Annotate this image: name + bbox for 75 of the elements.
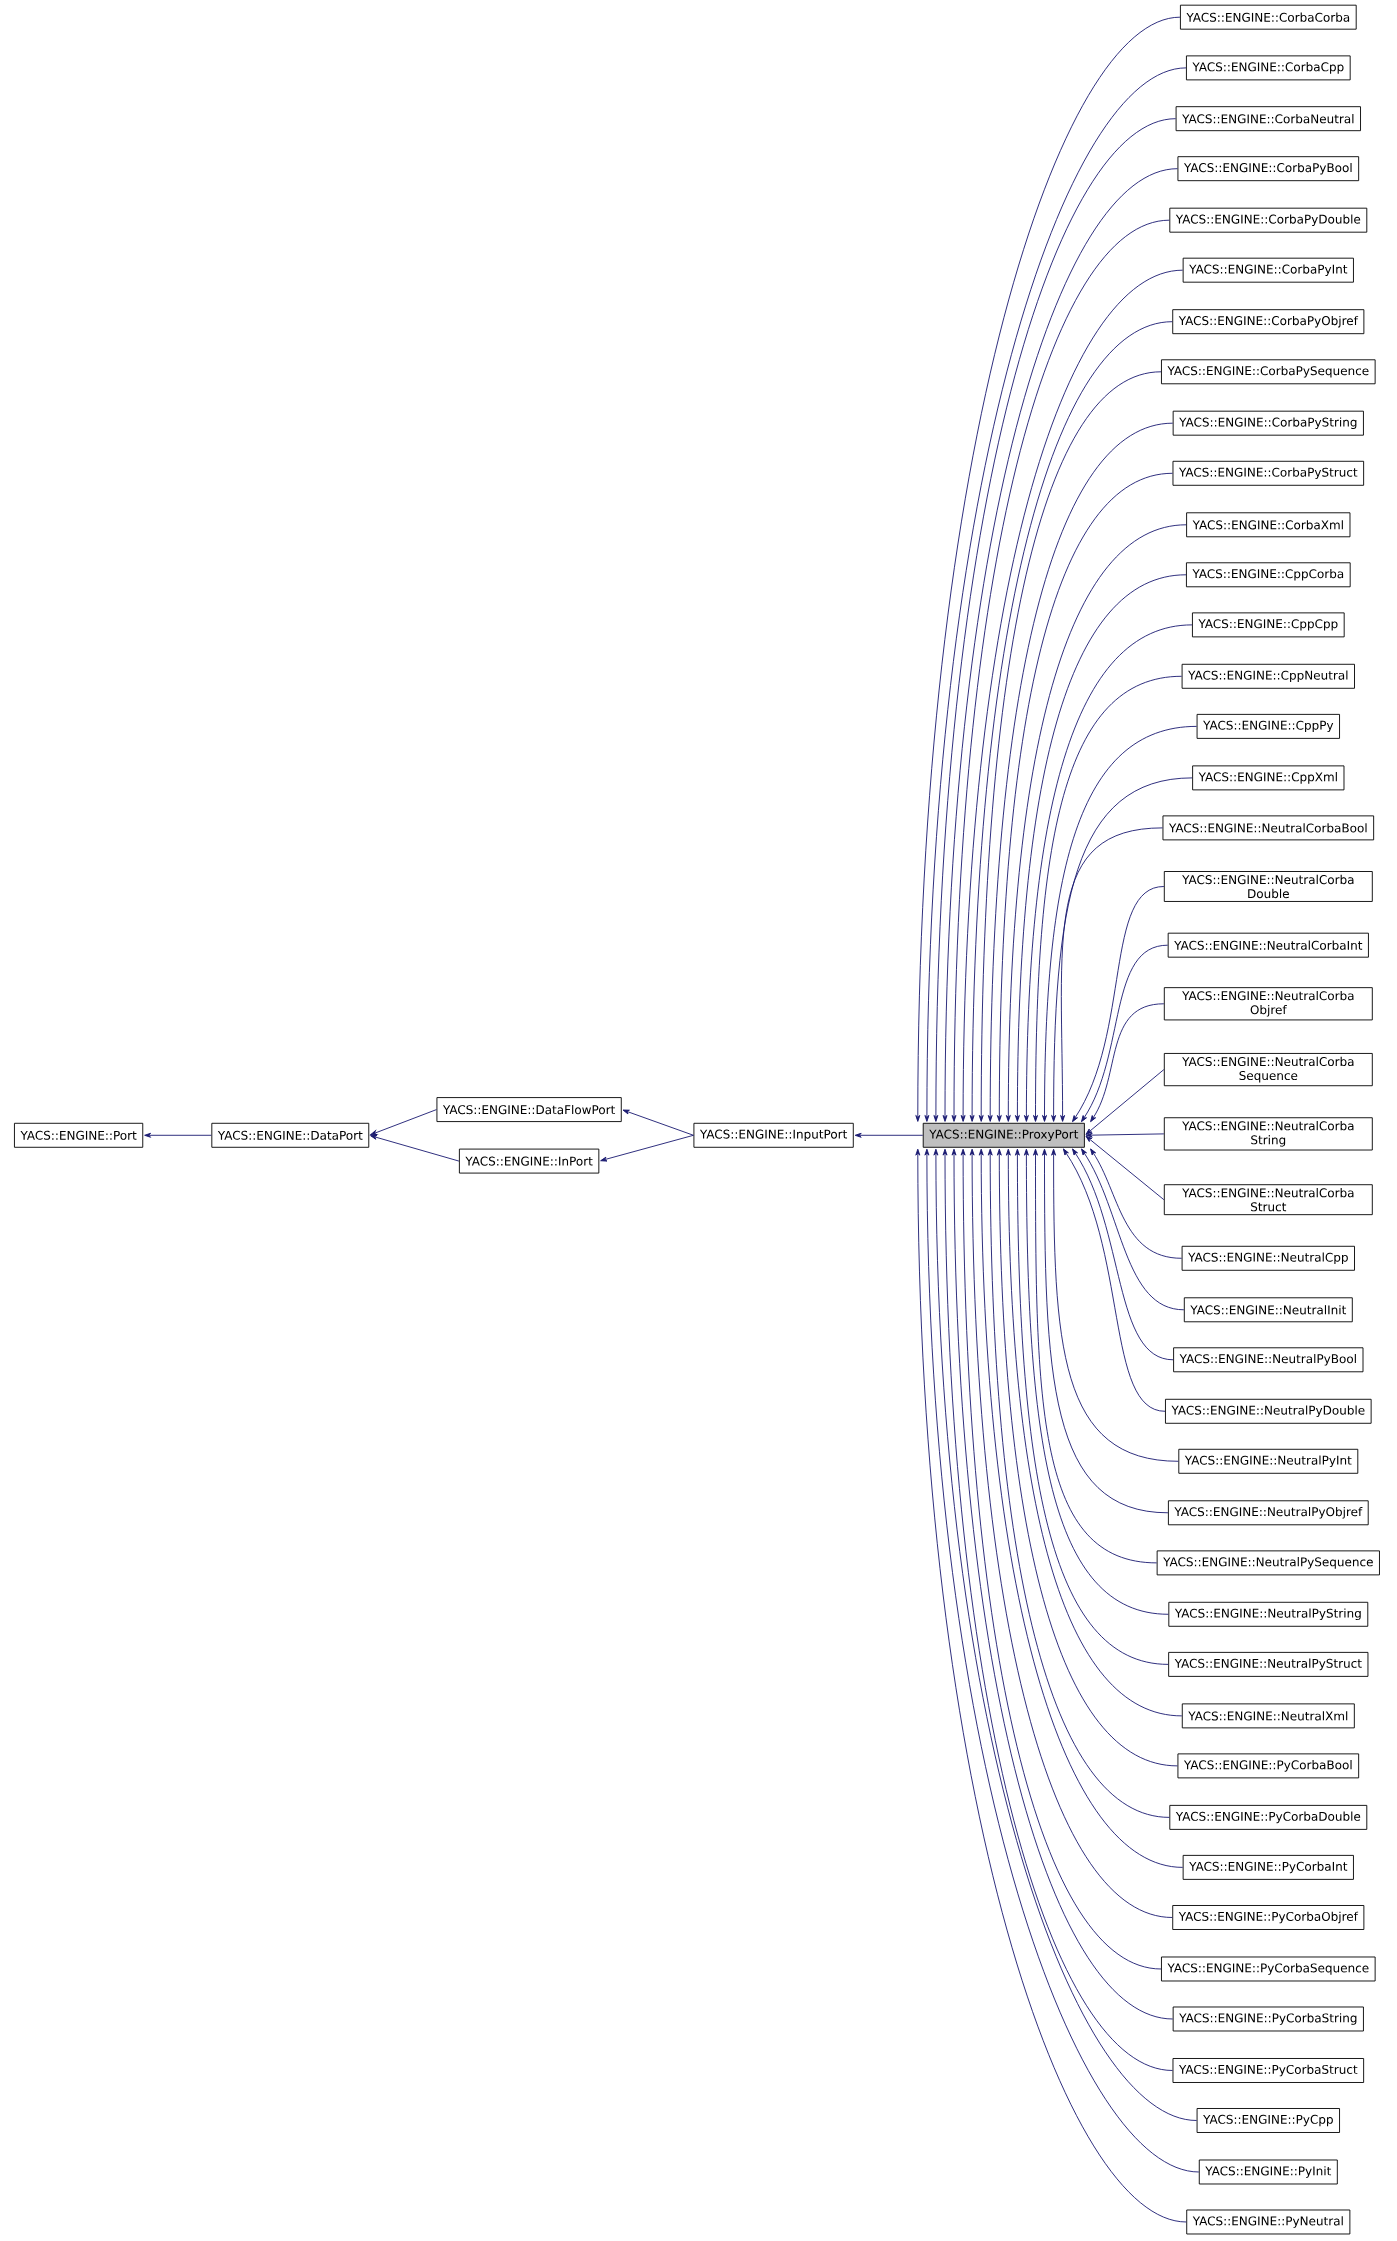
class-box: YACS::ENGINE::CorbaPyObjref (1172, 309, 1365, 335)
arrow (1081, 1148, 1185, 1311)
class-box: YACS::ENGINE::NeutralPyObjref (1167, 1500, 1369, 1526)
class-box: YACS::ENGINE::NeutralCorba Struct (1163, 1184, 1373, 1216)
arrow (1085, 1135, 1165, 1201)
arrow (978, 371, 1162, 1122)
class-box: YACS::ENGINE::PyInit (1198, 2159, 1338, 2185)
arrow (987, 1148, 1170, 1818)
class-box: YACS::ENGINE::CorbaNeutral (1175, 106, 1361, 132)
arrow (1042, 1148, 1169, 1514)
class-box: YACS::ENGINE::CppPy (1196, 713, 1340, 739)
class-box: YACS::ENGINE::PyCorbaDouble (1169, 1804, 1368, 1830)
class-box: YACS::ENGINE::PyCorbaStruct (1172, 2058, 1365, 2083)
arrow (1090, 1148, 1183, 1259)
class-box: YACS::ENGINE::Port (14, 1122, 144, 1148)
class-box: YACS::ENGINE::CorbaPyString (1172, 410, 1364, 436)
arrow (1072, 886, 1165, 1123)
arrow (1085, 1132, 1165, 1138)
class-box: YACS::ENGINE::PyCpp (1196, 2108, 1340, 2133)
class-box: YACS::ENGINE::CorbaXml (1186, 512, 1351, 538)
class-box: YACS::ENGINE::CppXml (1192, 765, 1345, 791)
class-box: YACS::ENGINE::InPort (458, 1148, 600, 1174)
class-box: YACS::ENGINE::NeutralCorba String (1163, 1117, 1373, 1151)
class-box: YACS::ENGINE::NeutralCorba Sequence (1163, 1053, 1373, 1087)
arrow (1051, 777, 1193, 1122)
arrow (600, 1134, 694, 1162)
class-box: YACS::ENGINE::DataFlowPort (436, 1097, 622, 1123)
arrow (1060, 827, 1163, 1122)
class-box: YACS::ENGINE::NeutralCpp (1181, 1245, 1355, 1271)
class-box: YACS::ENGINE::NeutralPyDouble (1165, 1398, 1372, 1424)
class-box: YACS::ENGINE::NeutralCorba Double (1163, 871, 1373, 902)
arrow (1051, 1148, 1179, 1462)
class-box: YACS::ENGINE::NeutralPyString (1168, 1601, 1369, 1627)
arrow (622, 1109, 694, 1136)
class-box: YACS::ENGINE::CorbaPyInt (1182, 257, 1354, 283)
arrow (1085, 1069, 1165, 1135)
class-box: YACS::ENGINE::NeutralPyBool (1173, 1347, 1364, 1373)
arrow (1042, 725, 1198, 1122)
class-box: YACS::ENGINE::PyCorbaBool (1177, 1753, 1360, 1779)
arrow (1033, 675, 1183, 1122)
arrow (854, 1132, 924, 1138)
class-box: YACS::ENGINE::NeutralCorba Objref (1163, 987, 1373, 1021)
class-box: YACS::ENGINE::CppCpp (1192, 612, 1345, 638)
class-box: YACS::ENGINE::NeutralPyInt (1178, 1448, 1359, 1474)
arrow (1033, 1148, 1158, 1564)
arrow (1090, 1003, 1165, 1123)
class-box: YACS::ENGINE::NeutralPySequence (1156, 1550, 1380, 1576)
class-box: YACS::ENGINE::NeutralXml (1181, 1703, 1355, 1729)
class-box: YACS::ENGINE::CorbaCorba (1179, 4, 1357, 30)
class-box: YACS::ENGINE::NeutralPyStruct (1168, 1651, 1369, 1677)
class-box: YACS::ENGINE::NeutralInit (1183, 1297, 1353, 1323)
class-box: YACS::ENGINE::PyCorbaString (1172, 2006, 1364, 2032)
arrow (1072, 1148, 1174, 1361)
arrow (144, 1132, 212, 1138)
arrow (370, 1109, 437, 1136)
arrow (1062, 1148, 1166, 1412)
arrow (1023, 624, 1193, 1122)
class-box: YACS::ENGINE::PyCorbaSequence (1161, 1956, 1376, 1982)
class-box: YACS::ENGINE::CppCorba (1185, 562, 1351, 588)
class-box: YACS::ENGINE::CorbaPySequence (1161, 359, 1376, 385)
class-box: YACS::ENGINE::ProxyPort (922, 1122, 1085, 1148)
class-box: YACS::ENGINE::CppNeutral (1181, 663, 1355, 689)
class-box: YACS::ENGINE::NeutralCorbaInt (1167, 932, 1369, 958)
class-box: YACS::ENGINE::InputPort (693, 1122, 854, 1148)
class-box: YACS::ENGINE::PyNeutral (1186, 2209, 1351, 2235)
arrow (370, 1134, 460, 1162)
class-box: YACS::ENGINE::NeutralCorbaBool (1162, 815, 1375, 841)
class-box: YACS::ENGINE::DataPort (211, 1122, 370, 1148)
class-box: YACS::ENGINE::CorbaPyBool (1177, 156, 1360, 182)
arrow (1081, 944, 1169, 1123)
class-box: YACS::ENGINE::PyCorbaInt (1182, 1854, 1354, 1880)
class-box: YACS::ENGINE::PyCorbaObjref (1172, 1905, 1365, 1930)
class-box: YACS::ENGINE::CorbaPyDouble (1169, 207, 1368, 233)
class-box: YACS::ENGINE::CorbaPyStruct (1172, 460, 1365, 486)
class-box: YACS::ENGINE::CorbaCpp (1185, 55, 1351, 81)
